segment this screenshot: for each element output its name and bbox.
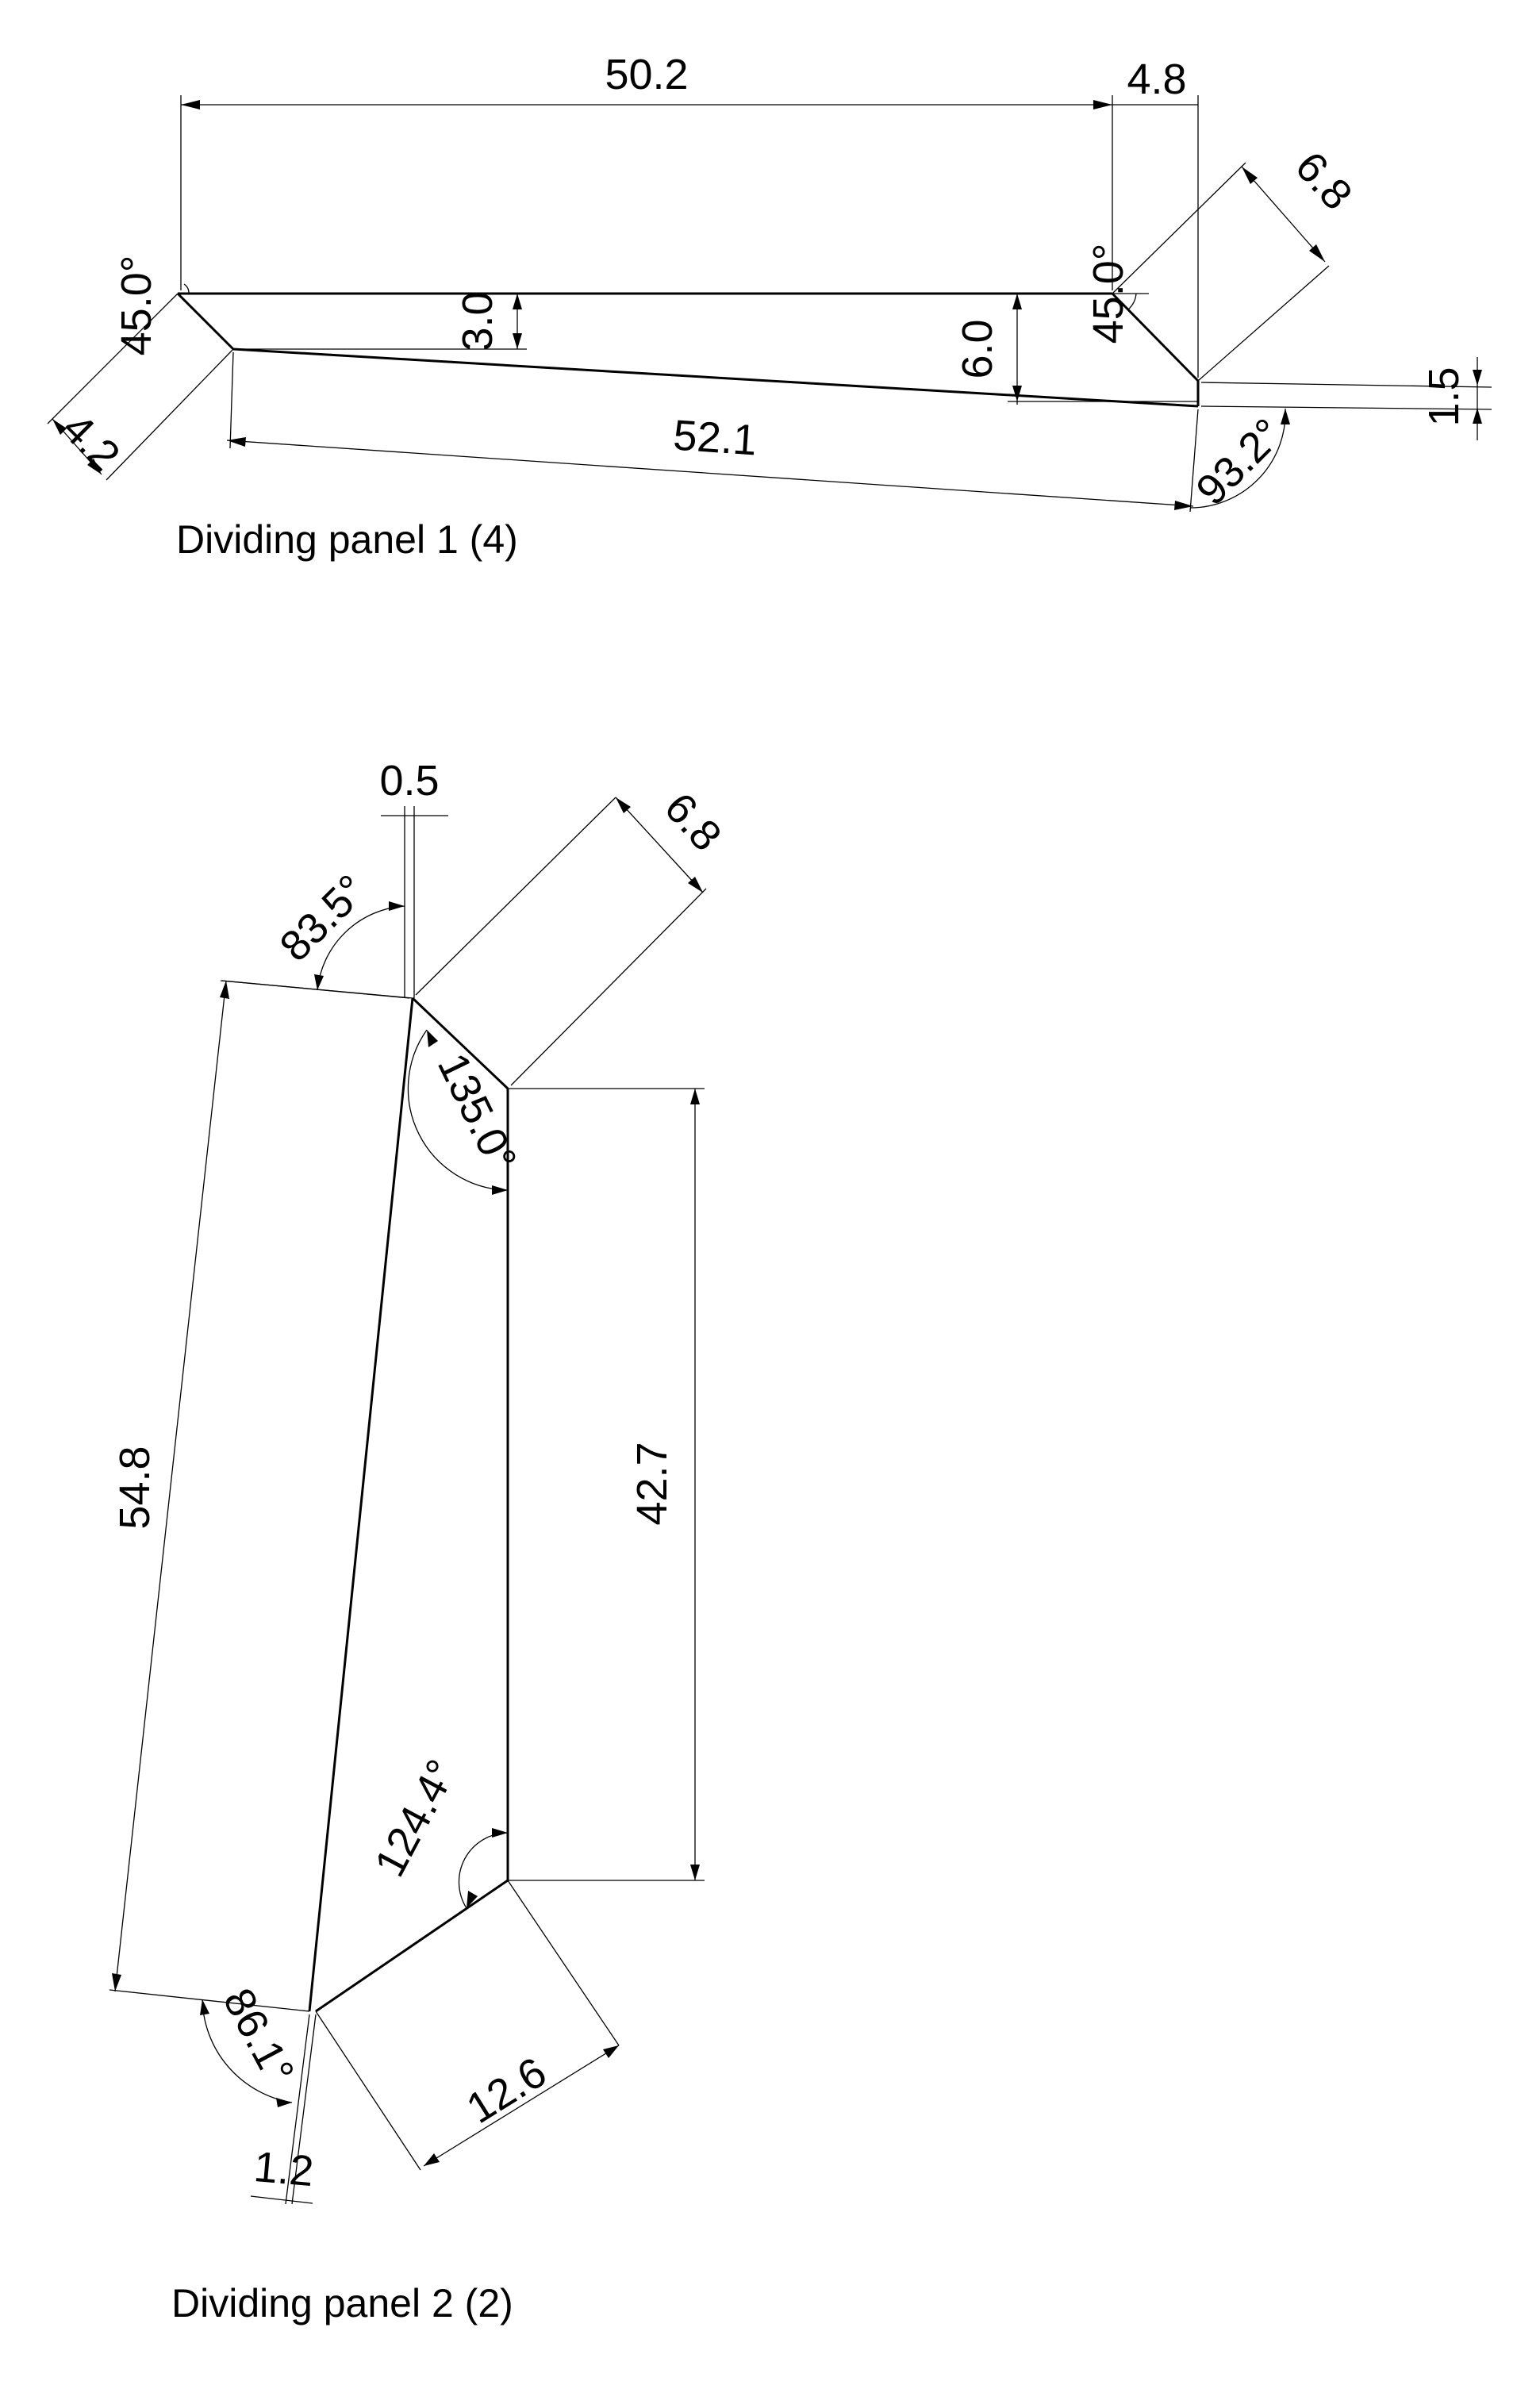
panel-2-outline (308, 997, 509, 2013)
dim-42-7: 42.7 (508, 1088, 705, 1881)
dim-lower-flap: 12.6 (459, 2048, 555, 2133)
dim-3-0: 3.0 (238, 291, 527, 351)
dim-52-1: 52.1 (226, 351, 1199, 513)
angle-bend: 135.0° (428, 1047, 526, 1179)
angle-93-2: 93.2° (1187, 408, 1292, 514)
angle-lower: 124.4° (366, 1752, 467, 1884)
dim-flap-length-2: 6.8 (655, 784, 731, 860)
dim-12-6: 12.6 (315, 1880, 620, 2171)
dim-top-length: 50.2 (605, 51, 688, 98)
dim-6-0: 6.0 (954, 294, 1198, 405)
dim-right-length: 42.7 (628, 1442, 676, 1525)
angle-corner: 93.2° (1187, 409, 1292, 514)
panel-1-caption: Dividing panel 1 (4) (176, 517, 518, 562)
dim-top-offset-2: 0.5 (379, 757, 439, 805)
panel-2: 0.5 83.5° 6.8 135.0° (109, 757, 731, 2325)
dim-6-8-b: 6.8 (415, 784, 731, 1086)
dim-1-5: 1.5 (1200, 357, 1492, 440)
angle-124-4: 124.4° (366, 1752, 509, 1909)
panel-1: 50.2 4.8 6.8 45.0° 45.0° (47, 51, 1492, 562)
angle-top: 83.5° (271, 866, 375, 970)
angle-83-5: 83.5° (221, 866, 410, 999)
angle-right-45: 45.0° (1085, 244, 1149, 344)
dim-54-8: 54.8 (109, 980, 413, 2012)
dim-50-2: 50.2 (180, 51, 1113, 290)
dim-left-drop: 3.0 (454, 291, 501, 351)
angle-left-45: 45.0° (113, 255, 190, 356)
dim-bottom-length: 52.1 (672, 412, 758, 465)
angle-right: 45.0° (1085, 244, 1132, 344)
dim-4-8: 4.8 (1112, 56, 1199, 378)
angle-bottom: 86.1° (214, 1981, 303, 2092)
dim-flap-length: 6.8 (1286, 143, 1361, 219)
angle-left: 45.0° (113, 255, 160, 356)
dim-right-drop: 6.0 (954, 319, 1001, 378)
panel-1-outline (176, 292, 1200, 408)
angle-86-1: 86.1° (200, 1981, 303, 2107)
dim-6-8: 6.8 (1112, 143, 1361, 382)
dim-1-2: 1.2 (250, 2014, 317, 2205)
dim-0-5: 0.5 (379, 757, 448, 998)
dim-top-offset: 4.8 (1127, 56, 1186, 103)
dim-end-gap: 1.5 (1420, 367, 1468, 426)
panel-2-caption: Dividing panel 2 (2) (171, 2281, 513, 2325)
dim-bottom-offset: 1.2 (252, 2143, 316, 2195)
dim-left-length: 54.8 (111, 1446, 159, 1529)
